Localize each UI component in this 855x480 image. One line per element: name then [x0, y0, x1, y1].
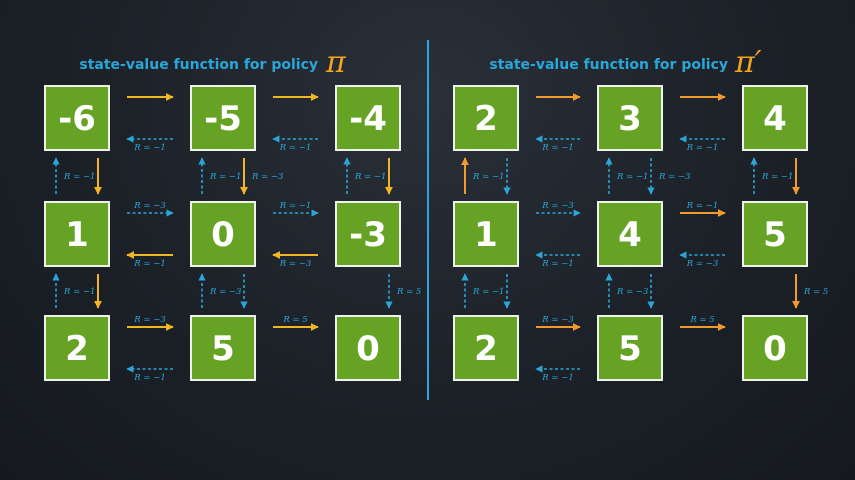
state-value: 0 — [211, 215, 235, 255]
state-value: 3 — [618, 99, 642, 139]
state-box — [44, 315, 110, 381]
state-cell: -6 — [44, 85, 110, 151]
state-value: -4 — [349, 99, 387, 139]
panel-title: state-value function for policy — [489, 57, 728, 73]
state-value: 2 — [65, 329, 89, 369]
state-cell: -4 — [335, 85, 401, 151]
panel-title: state-value function for policy — [79, 57, 318, 73]
state-value: 5 — [763, 215, 787, 255]
state-value: -5 — [204, 99, 242, 139]
state-box — [335, 85, 401, 151]
state-box — [453, 201, 519, 267]
reward-label: R = −3 — [658, 172, 690, 182]
policy-symbol: π — [325, 45, 347, 80]
state-value: 2 — [474, 329, 498, 369]
reward-label: R = −1 — [472, 172, 504, 182]
state-cell: 4 — [742, 85, 808, 151]
state-cell: 2 — [453, 315, 519, 381]
reward-label: R = −1 — [63, 172, 95, 182]
state-cell: 1 — [44, 201, 110, 267]
state-value: 1 — [474, 215, 498, 255]
policy-symbol: π′ — [734, 45, 762, 80]
reward-label: R = 5 — [282, 315, 307, 325]
reward-label: R = −1 — [686, 143, 718, 153]
state-cell: 5 — [742, 201, 808, 267]
state-grid: 2 3 4 1 4 5 2 — [453, 85, 808, 381]
reward-label: R = −1 — [761, 172, 793, 182]
state-box — [597, 315, 663, 381]
state-box — [742, 315, 808, 381]
state-cell: -5 — [190, 85, 256, 151]
state-box — [335, 201, 401, 267]
reward-label: R = −1 — [63, 287, 95, 297]
state-value: 4 — [763, 99, 787, 139]
reward-label: R = −3 — [541, 201, 573, 211]
reward-label: R = 5 — [396, 287, 421, 297]
state-cell: -3 — [335, 201, 401, 267]
state-box — [742, 201, 808, 267]
transition-arrows: R = −1 R = −1 R = −1 R = −3 R = −1 R = −1 R = … — [461, 93, 828, 383]
state-cell: 5 — [190, 315, 256, 381]
reward-label: R = 5 — [689, 315, 714, 325]
state-cell: 0 — [335, 315, 401, 381]
panel-policy-pi-prime: state-value function for policy π′ R = −… — [453, 45, 828, 383]
reward-label: R = −1 — [354, 172, 386, 182]
state-value: 2 — [474, 99, 498, 139]
state-cell: 1 — [453, 201, 519, 267]
transition-arrows: R = −1 R = −1 R = −1 R = −3 R = −1 R = −1 R = … — [52, 93, 421, 383]
state-cell: 2 — [44, 315, 110, 381]
state-cell: 5 — [597, 315, 663, 381]
reward-label: R = −1 — [541, 259, 573, 269]
reward-label: R = −3 — [133, 315, 165, 325]
state-box — [597, 85, 663, 151]
reward-label: R = −1 — [472, 287, 504, 297]
state-cell: 2 — [453, 85, 519, 151]
reward-label: R = −1 — [541, 143, 573, 153]
state-cell: 0 — [190, 201, 256, 267]
state-box — [190, 85, 256, 151]
reward-label: R = −1 — [616, 172, 648, 182]
reward-label: R = −3 — [209, 287, 241, 297]
state-box — [44, 85, 110, 151]
reward-label: R = −1 — [209, 172, 241, 182]
reward-label: R = −1 — [279, 201, 311, 211]
reward-label: R = −1 — [279, 143, 311, 153]
reward-label: R = −1 — [133, 143, 165, 153]
state-box — [190, 315, 256, 381]
reward-label: R = −3 — [541, 315, 573, 325]
state-box — [453, 315, 519, 381]
state-box — [335, 315, 401, 381]
panel-policy-pi: state-value function for policy π R = −1… — [44, 45, 421, 383]
reward-label: R = −3 — [279, 259, 311, 269]
reward-label: R = −3 — [616, 287, 648, 297]
state-box — [190, 201, 256, 267]
reward-label: R = −3 — [133, 201, 165, 211]
reward-label: R = −1 — [133, 373, 165, 383]
state-value: 0 — [763, 329, 787, 369]
state-cell: 0 — [742, 315, 808, 381]
state-value: 1 — [65, 215, 89, 255]
state-box — [597, 201, 663, 267]
reward-label: R = −1 — [133, 259, 165, 269]
state-value: 5 — [211, 329, 235, 369]
state-cell: 4 — [597, 201, 663, 267]
state-value: 0 — [356, 329, 380, 369]
reward-label: R = −1 — [541, 373, 573, 383]
state-box — [742, 85, 808, 151]
state-value: -6 — [58, 99, 96, 139]
reward-label: R = −1 — [686, 201, 718, 211]
state-box — [44, 201, 110, 267]
state-grid: -6 -5 -4 1 0 -3 — [44, 85, 401, 381]
state-box — [453, 85, 519, 151]
state-value: 4 — [618, 215, 642, 255]
state-value: -3 — [349, 215, 387, 255]
state-cell: 3 — [597, 85, 663, 151]
reward-label: R = −3 — [686, 259, 718, 269]
reward-label: R = 5 — [803, 287, 828, 297]
reward-label: R = −3 — [251, 172, 283, 182]
state-value: 5 — [618, 329, 642, 369]
